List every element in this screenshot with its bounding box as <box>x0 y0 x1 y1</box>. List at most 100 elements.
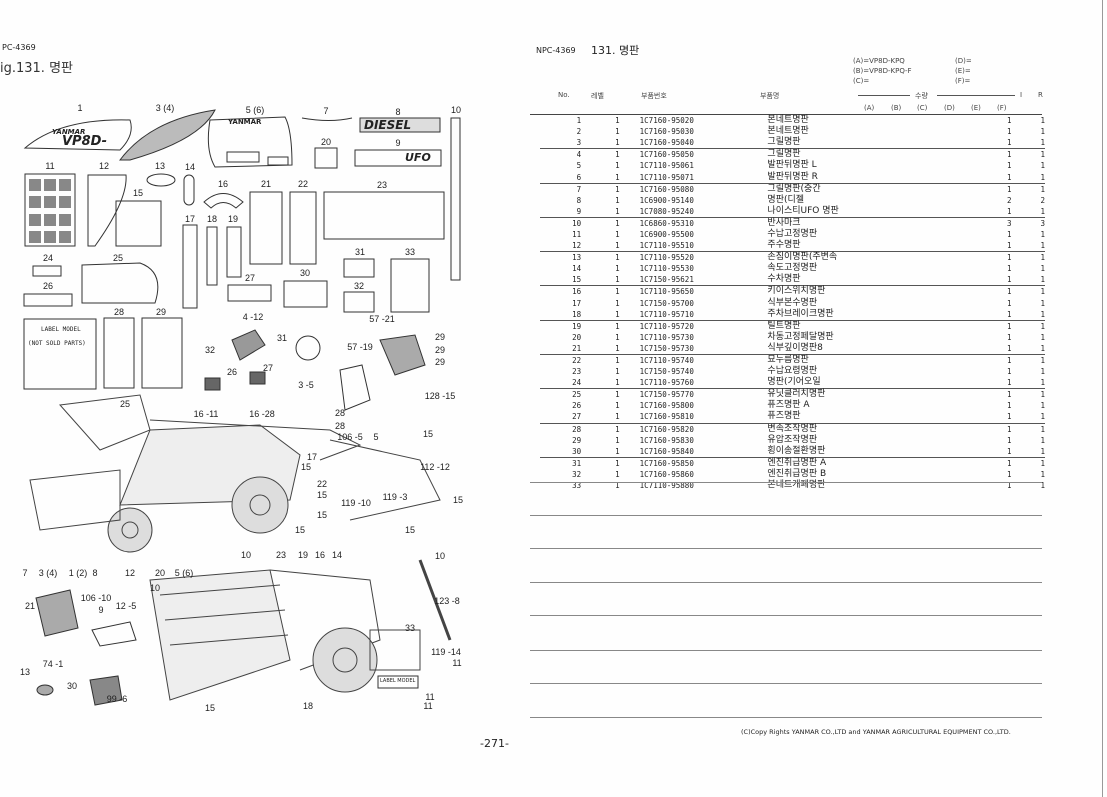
logo-yanmar-1: YANMAR <box>52 128 86 136</box>
callout-number: 24 <box>42 253 54 263</box>
row-no: 24 <box>572 378 582 388</box>
part-13-small <box>36 684 54 696</box>
row-qty-b: 1 <box>1040 412 1045 422</box>
row-qty-a: 1 <box>960 285 1012 298</box>
row-part-number: 1C6900-95140 <box>639 195 694 205</box>
row-no: 15 <box>572 275 582 285</box>
row-no: 13 <box>540 251 582 264</box>
row-qty-a: 2 <box>1007 195 1012 205</box>
row-qty-a: 1 <box>1007 206 1012 216</box>
callout-number: 23 <box>275 550 287 560</box>
callout-number: 1 (2) <box>68 568 88 578</box>
row-part-name: 본네트개폐명판 <box>767 480 826 491</box>
row-part-name: 그릴명판(중간 <box>767 182 961 195</box>
model-b: (B)=VP8D-KPQ-F <box>853 67 912 75</box>
row-no: 23 <box>572 367 582 377</box>
part-24 <box>32 265 62 277</box>
callout-number: 30 <box>66 681 78 691</box>
page-number: -271- <box>480 737 509 750</box>
callout-number: 22 <box>316 479 328 489</box>
row-qty-b: 2 <box>1040 195 1045 205</box>
row-part-name: 키이스위치명판 <box>767 285 961 298</box>
part-3-stripe <box>118 109 216 161</box>
callout-number: 10 <box>434 551 446 561</box>
row-no: 32 <box>572 469 582 479</box>
callout-number: 5 (6) <box>245 105 265 115</box>
row-no: 18 <box>572 309 582 319</box>
row-level: 1 <box>581 422 620 435</box>
part-19 <box>226 226 242 278</box>
row-qty-a: 1 <box>1007 378 1012 388</box>
part-29 <box>141 317 183 389</box>
row-part-name: 손짐이명판(주변속 <box>767 251 961 264</box>
row-part-name: 명판(기어오일 <box>767 377 821 388</box>
callout-number: 106 -5 <box>337 432 363 442</box>
callout-number: 15 <box>452 495 464 505</box>
row-part-number: 1C6900-95500 <box>639 229 694 239</box>
row-no: 7 <box>540 182 582 195</box>
blank-rule <box>530 582 1042 583</box>
row-part-name: 유닛클러치명판 <box>767 388 961 401</box>
part-32-small <box>231 329 266 361</box>
row-qty-b: 1 <box>1011 285 1045 298</box>
row-part-name: 묘누름명판 <box>767 353 961 367</box>
row-no: 21 <box>572 343 582 353</box>
callout-number: 31 <box>354 247 366 257</box>
row-qty-b: 1 <box>1040 127 1045 137</box>
logo-vp8d: VP8D- <box>62 134 108 149</box>
callout-number: 33 <box>404 247 416 257</box>
part-27-small <box>249 371 266 385</box>
callout-number: 32 <box>204 345 216 355</box>
row-level: 1 <box>615 229 620 239</box>
row-qty-b: 1 <box>1040 206 1045 216</box>
row-part-name: 발판뒤명판 L <box>767 160 817 171</box>
callout-number: 11 <box>452 658 462 668</box>
row-qty-a: 1 <box>1007 298 1012 308</box>
row-part-name: 틸트명판 <box>767 319 961 332</box>
row-level: 1 <box>581 251 620 264</box>
row-qty-a: 1 <box>960 182 1012 195</box>
callout-number: 119 -10 <box>341 498 371 508</box>
logo-diesel: DIESEL <box>364 118 412 132</box>
qty-rule-left <box>858 95 910 96</box>
row-level: 1 <box>615 446 620 456</box>
row-part-number: 1C7150-95700 <box>639 298 694 308</box>
callout-number: 29 <box>434 345 446 355</box>
qty-rule-right <box>937 95 1015 96</box>
part-25 <box>81 262 159 304</box>
part-30-small <box>89 675 123 706</box>
callout-number: 16 <box>217 179 229 189</box>
callout-number: 19 <box>227 214 239 224</box>
row-level: 1 <box>581 148 620 161</box>
row-part-name: 차동고정페달명판 <box>767 331 834 342</box>
row-no: 28 <box>540 422 582 435</box>
row-part-name: 엔진취급명판 A <box>767 456 961 469</box>
row-level: 1 <box>615 343 620 353</box>
row-part-number: 1C7160-95800 <box>639 401 694 411</box>
row-part-name: 퓨즈명판 <box>767 411 801 422</box>
callout-number: 8 <box>395 107 401 117</box>
row-part-number: 1C7160-95810 <box>639 412 694 422</box>
row-qty-a: 1 <box>960 388 1012 401</box>
part-16 <box>203 193 244 209</box>
callout-number: 15 <box>316 510 328 520</box>
row-level: 1 <box>615 275 620 285</box>
row-qty-b: 1 <box>1040 116 1045 126</box>
row-no: 19 <box>540 319 582 332</box>
row-no: 33 <box>572 481 582 491</box>
row-part-number: 1C7110-95710 <box>639 309 694 319</box>
row-part-name: 유압조작명판 <box>767 434 818 445</box>
callout-number: 14 <box>331 550 343 560</box>
part-29-cover <box>379 334 426 376</box>
col-f: (F) <box>997 104 1007 112</box>
row-part-name: 변속조작명판 <box>767 422 961 435</box>
part-12 <box>87 174 127 247</box>
rice-transplanter-side <box>29 394 441 553</box>
row-level: 1 <box>615 241 620 251</box>
row-no: 2 <box>576 127 582 137</box>
callout-number: 19 <box>297 550 309 560</box>
row-qty-b: 1 <box>1040 481 1045 491</box>
